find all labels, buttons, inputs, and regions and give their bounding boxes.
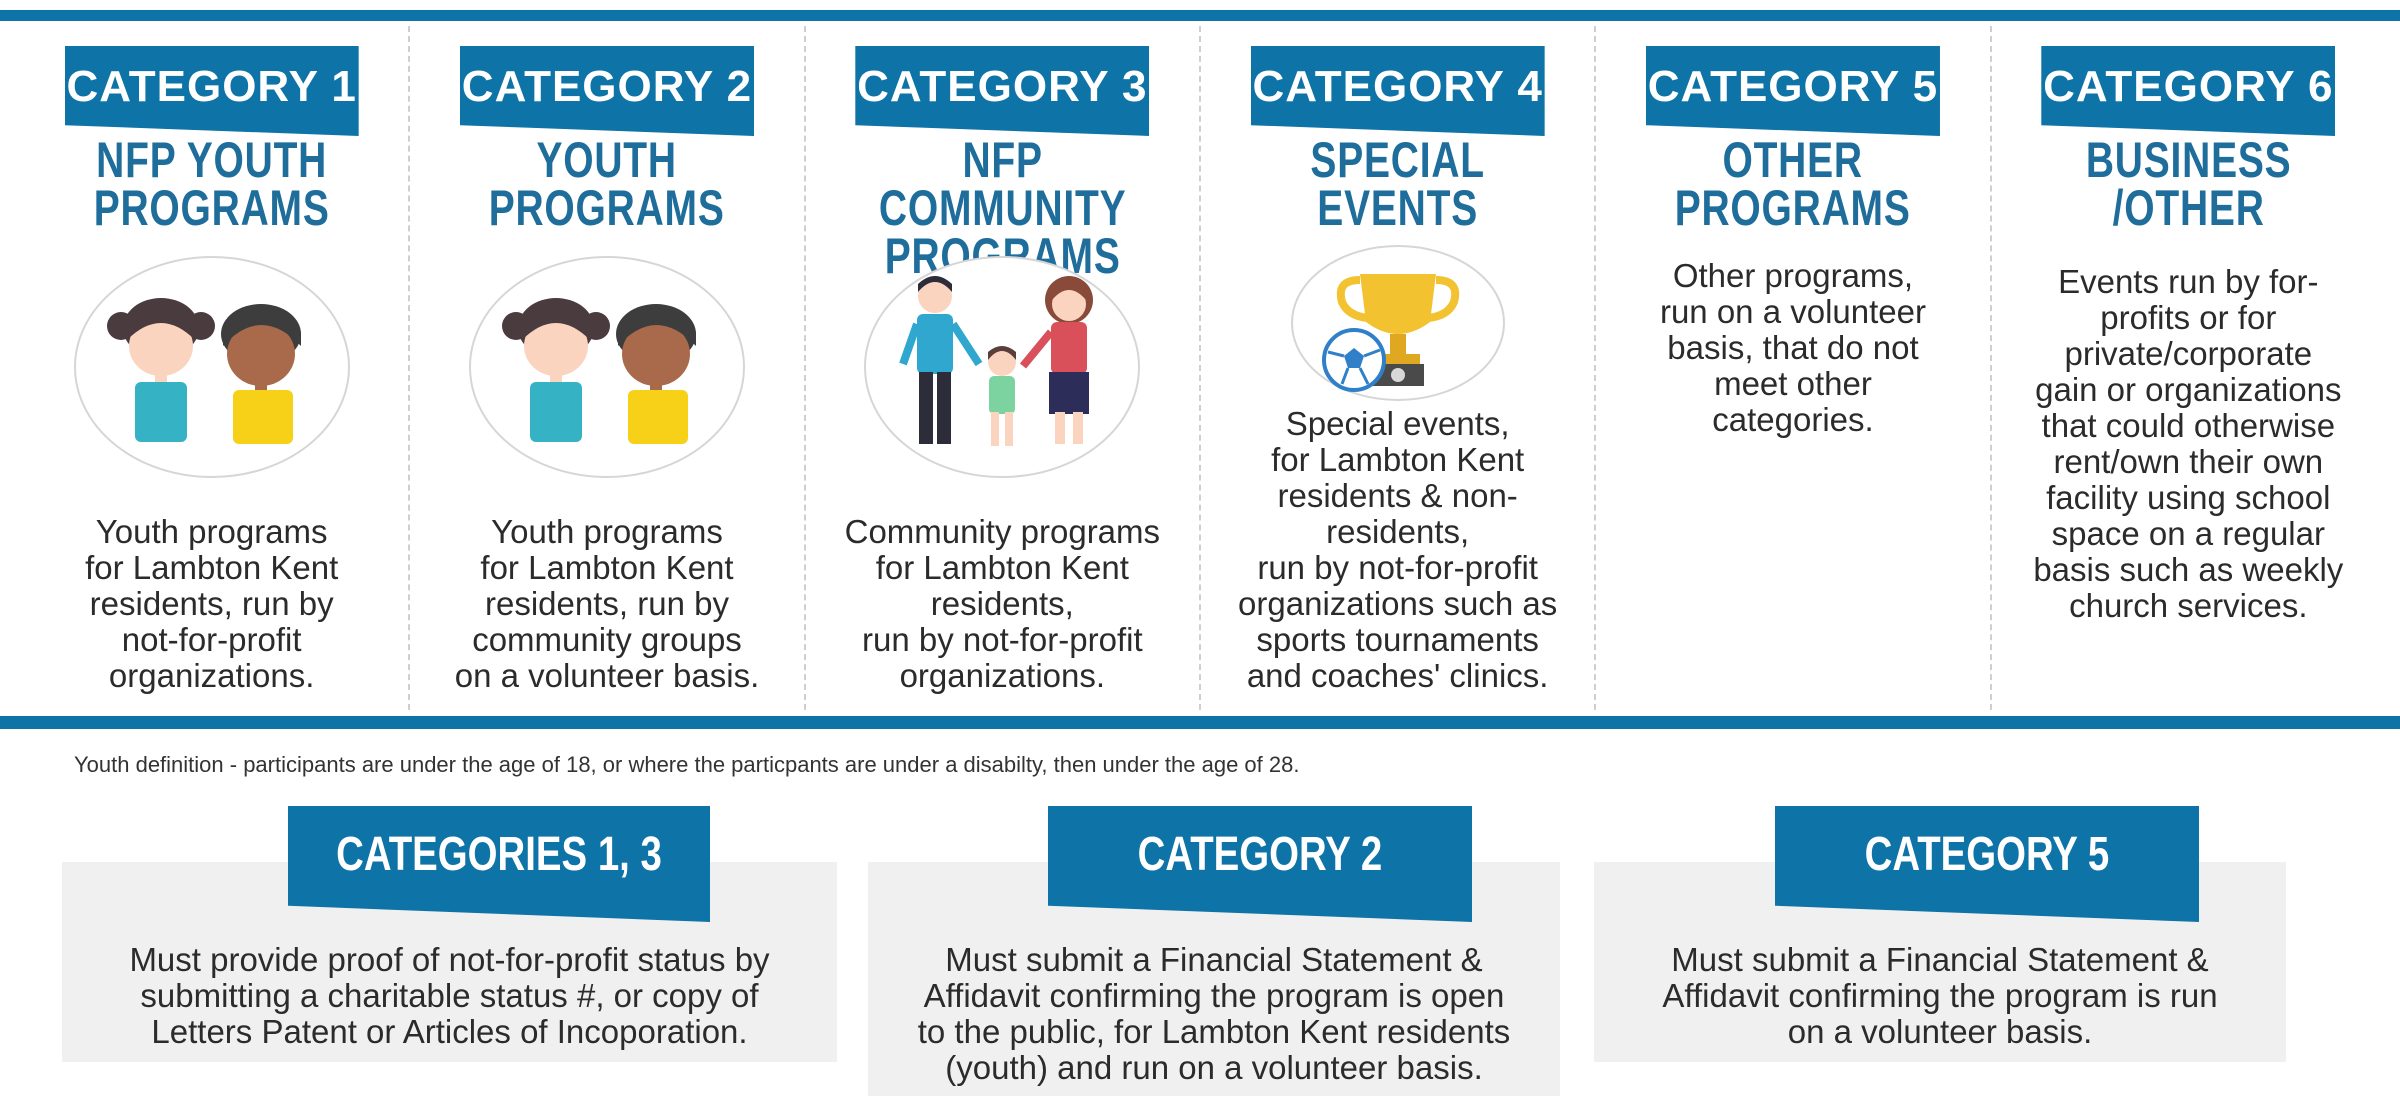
two-children-icon	[468, 254, 746, 480]
category-3-description: Community programs for Lambton Kent resi…	[844, 513, 1161, 694]
category-3-title: NFP COMMUNITY PROGRAMS	[878, 132, 1127, 284]
category-4-title: SPECIAL EVENTS	[1310, 132, 1485, 236]
category-5-description: Other programs, run on a volunteer basis…	[1659, 257, 1926, 438]
category-5-column: CATEGORY 5 OTHER PROGRAMS Other programs…	[1596, 26, 1992, 710]
category-4-tab: CATEGORY 4	[1250, 46, 1545, 136]
requirement-tab-category-2: CATEGORY 2	[1048, 806, 1472, 922]
requirement-text-category-2: Must submit a Financial Statement & Affi…	[917, 941, 1511, 1086]
requirement-tab-label: CATEGORIES 1, 3 & 4	[336, 828, 662, 881]
youth-definition-footnote: Youth definition - participants are unde…	[74, 752, 1300, 777]
middle-accent-bar	[0, 716, 2400, 729]
requirement-tab-categories-1-3-4: CATEGORIES 1, 3 & 4	[288, 806, 710, 922]
requirement-tab-label: CATEGORY 2	[1137, 828, 1383, 881]
requirement-text-category-5: Must submit a Financial Statement & Affi…	[1662, 941, 2218, 1050]
category-columns: CATEGORY 1 NFP YOUTH PROGRAMS Youth prog…	[15, 26, 2385, 710]
category-3-column: CATEGORY 3 NFP COMMUNITY PROGRAMS	[806, 26, 1201, 710]
category-2-column: CATEGORY 2 YOUTH PROGRAMS Youth programs…	[410, 26, 806, 710]
category-4-description: Special events, for Lambton Kent residen…	[1238, 405, 1558, 694]
top-accent-bar	[0, 10, 2400, 21]
category-6-title: BUSINESS /OTHER	[2085, 132, 2292, 236]
category-2-tab: CATEGORY 2	[459, 46, 754, 136]
category-5-title: OTHER PROGRAMS	[1675, 132, 1911, 236]
requirement-text-categories-1-3-4: Must provide proof of not-for-profit sta…	[129, 941, 770, 1050]
category-2-title: YOUTH PROGRAMS	[489, 132, 725, 236]
family-icon	[863, 254, 1141, 480]
category-1-description: Youth programs for Lambton Kent resident…	[85, 513, 339, 694]
category-1-title: NFP YOUTH PROGRAMS	[93, 132, 330, 236]
requirement-tab-label: CATEGORY 5	[1864, 828, 2110, 881]
requirement-tab-category-5: CATEGORY 5	[1775, 806, 2199, 922]
category-6-description: Events run by for- profits or for privat…	[2033, 263, 2344, 624]
category-1-column: CATEGORY 1 NFP YOUTH PROGRAMS Youth prog…	[15, 26, 411, 710]
category-6-column: CATEGORY 6 BUSINESS /OTHER Events run by…	[1992, 26, 2385, 710]
category-4-column: CATEGORY 4 SPECIAL EVENTS Special events…	[1201, 26, 1597, 710]
category-5-tab: CATEGORY 5	[1645, 46, 1940, 136]
category-3-tab: CATEGORY 3	[855, 46, 1150, 136]
category-1-tab: CATEGORY 1	[64, 46, 359, 136]
trophy-soccer-ball-icon	[1290, 244, 1506, 402]
category-6-tab: CATEGORY 6	[2041, 46, 2336, 136]
two-children-icon	[73, 254, 351, 480]
category-2-description: Youth programs for Lambton Kent resident…	[454, 513, 760, 694]
